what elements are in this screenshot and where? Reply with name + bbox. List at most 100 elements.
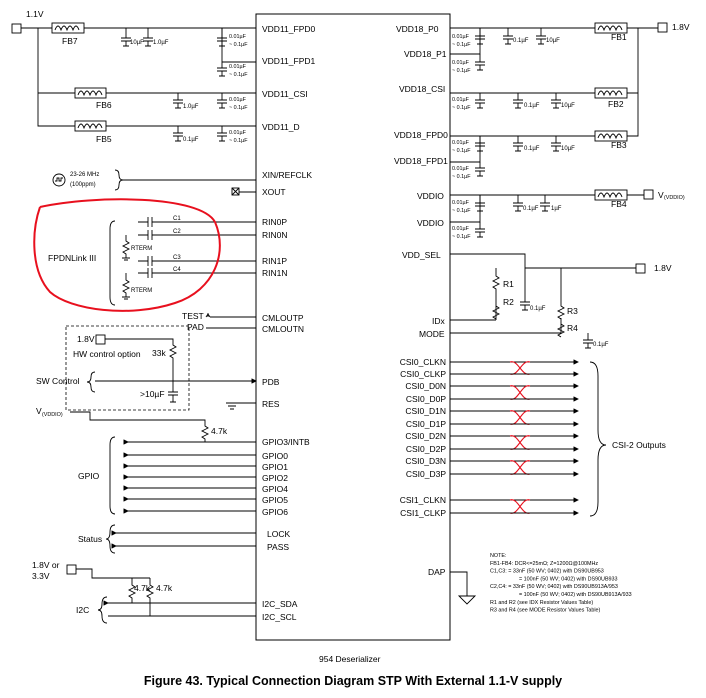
twisted-pair-icon xyxy=(509,361,531,375)
cap-001u-label-1: 0.01µF xyxy=(229,34,247,40)
ferrite-fb3 xyxy=(594,130,628,142)
csi-output-lines: CSI0_CLKNCSI0_CLKPCSI0_D0NCSI0_D0PCSI0_D… xyxy=(400,357,579,518)
gpio-label: GPIO xyxy=(78,471,100,481)
pin-csi0-d3p: CSI0_D3P xyxy=(406,469,446,479)
rcap-01u-8: ~ 0.1µF xyxy=(452,174,471,180)
twisted-pair-icon xyxy=(509,410,531,425)
pin-rin0p: RIN0P xyxy=(262,217,287,227)
rcap-01u-7: 0.1µF xyxy=(524,146,540,152)
pin-csi0-d0n: CSI0_D0N xyxy=(405,381,446,391)
cap-10u-label: 10µF xyxy=(130,40,144,46)
pin-csi0-clkp: CSI0_CLKP xyxy=(400,369,446,379)
pin-rin0n: RIN0N xyxy=(262,230,288,240)
vddio-input-sub: (VDDIO) xyxy=(42,412,63,418)
notes-block: NOTE:FB1-FB4: DCR<=25mΩ; Z=1200Ω@100MHzC… xyxy=(490,553,632,614)
vddio-out-label: V xyxy=(658,190,664,200)
rcap-001u-5: 0.01µF xyxy=(452,166,470,172)
pin-csi0-d2p: CSI0_D2P xyxy=(406,444,446,454)
r1-label: R1 xyxy=(503,279,514,289)
left-decoupling-caps xyxy=(121,28,256,142)
rcap-01u-11: ~ 0.1µF xyxy=(452,234,471,240)
rcap-10u-1: 10µF xyxy=(546,38,560,44)
rterm-label-1: RTERM xyxy=(131,246,152,252)
fb6-label: FB6 xyxy=(96,100,112,110)
vddsel-1v8-label: 1.8V xyxy=(654,263,672,273)
cap-001u-label-3: 0.01µF xyxy=(229,97,247,103)
pin-csi1-clkp: CSI1_CLKP xyxy=(400,508,446,518)
r47k-scl-label: 4.7k xyxy=(156,583,173,593)
cap-01u-label-1: ~ 0.1µF xyxy=(229,42,248,48)
vddsel-1v8-terminal xyxy=(635,263,646,274)
csi-outputs-label: CSI-2 Outputs xyxy=(612,440,666,450)
twisted-pair-icon xyxy=(509,499,531,514)
note-line: FB1-FB4: DCR<=25mΩ; Z=1200Ω@100MHz xyxy=(490,561,598,567)
i2c-supply-terminal xyxy=(66,564,77,575)
ferrite-fb6 xyxy=(74,87,107,99)
pin-rin1p: RIN1P xyxy=(262,256,287,266)
supply-1v1-label: 1.1V xyxy=(26,9,44,19)
c4-label: C4 xyxy=(173,267,181,273)
fb3-label: FB3 xyxy=(611,140,627,150)
pin-res: RES xyxy=(262,399,280,409)
cap-001u-label-2: 0.01µF xyxy=(229,64,247,70)
twisted-pair-icon xyxy=(509,385,531,400)
note-line: = 100nF (50 WV; 0402) with DS90UB913A/93… xyxy=(519,592,632,598)
pin-vdd11-csi: VDD11_CSI xyxy=(262,89,308,99)
pin-vdd18-p1: VDD18_P1 xyxy=(404,49,447,59)
c2-label: C2 xyxy=(173,229,181,235)
pin-vdd11-d: VDD11_D xyxy=(262,122,300,132)
pin-gpio1: GPIO1 xyxy=(262,462,288,472)
fb1-label: FB1 xyxy=(611,32,627,42)
pin-gpio6: GPIO6 xyxy=(262,507,288,517)
ferrite-fb2 xyxy=(594,87,628,99)
sw-control-label: SW Control xyxy=(36,376,80,386)
pin-csi0-d1n: CSI0_D1N xyxy=(405,406,446,416)
pin-csi0-d2n: CSI0_D2N xyxy=(405,431,446,441)
cap-01u-label-3: ~ 0.1µF xyxy=(229,105,248,111)
rcap-01u-2: 0.1µF xyxy=(513,38,529,44)
rcap-001u-7: 0.01µF xyxy=(452,226,470,232)
pin-vddio-2: VDDIO xyxy=(417,218,444,228)
r3-label: R3 xyxy=(567,306,578,316)
mode-cap-label: 0.1µF xyxy=(593,342,609,348)
pin-vdd11-fpd0: VDD11_FPD0 xyxy=(262,24,315,34)
hw-option-label: HW control option xyxy=(73,349,141,359)
vddio-out-sub: (VDDIO) xyxy=(664,195,685,201)
rcap-01u-9: ~ 0.1µF xyxy=(452,208,471,214)
pin-pass: PASS xyxy=(267,542,289,552)
pin-gpio2: GPIO2 xyxy=(262,473,288,483)
supply-terminal-1v1 xyxy=(11,23,22,34)
status-label: Status xyxy=(78,534,102,544)
idx-cap-label: 0.1µF xyxy=(530,306,546,312)
fb4-label: FB4 xyxy=(611,199,627,209)
pin-vdd-sel: VDD_SEL xyxy=(402,250,441,260)
note-line: C1,C3: = 33nF (50 WV; 0402) with DS90UB9… xyxy=(490,569,604,575)
c3-label: C3 xyxy=(173,255,181,261)
r47k-sda-label: 4.7k xyxy=(134,583,151,593)
fb2-label: FB2 xyxy=(608,99,624,109)
supply-1v8-label: 1.8V xyxy=(672,22,690,32)
supply-terminal-vddio xyxy=(643,189,654,200)
pin-cmloutp: CMLOUTP xyxy=(262,313,304,323)
note-line: = 100nF (50 WV; 0402) with DS90UB933 xyxy=(519,576,618,582)
r47k-gpio-label: 4.7k xyxy=(211,426,228,436)
pin-vddio-1: VDDIO xyxy=(417,191,444,201)
fpdlink-label: FPDNLink III xyxy=(48,253,96,263)
rcap-01u-1: ~ 0.1µF xyxy=(452,42,471,48)
pad-label: PAD xyxy=(187,322,204,332)
pin-vdd11-fpd1: VDD11_FPD1 xyxy=(262,56,315,66)
pin-i2c-scl: I2C_SCL xyxy=(262,612,297,622)
chip-label: 954 Deserializer xyxy=(319,654,381,664)
pin-vdd18-fpd0: VDD18_FPD0 xyxy=(394,130,448,140)
rcap-001u-3: 0.01µF xyxy=(452,97,470,103)
pin-cmloutn: CMLOUTN xyxy=(262,324,304,334)
i2c-supply-label-a: 1.8V or xyxy=(32,560,60,570)
hw-option-box xyxy=(65,325,190,411)
ferrite-fb4 xyxy=(594,189,628,201)
rcap-1u-1: 1µF xyxy=(551,206,562,212)
pin-csi1-clkn: CSI1_CLKN xyxy=(400,495,446,505)
right-decoupling-caps xyxy=(475,28,561,238)
i2c-label: I2C xyxy=(76,605,89,615)
cap-01u-label-2: ~ 0.1µF xyxy=(229,72,248,78)
pin-dap: DAP xyxy=(428,567,446,577)
